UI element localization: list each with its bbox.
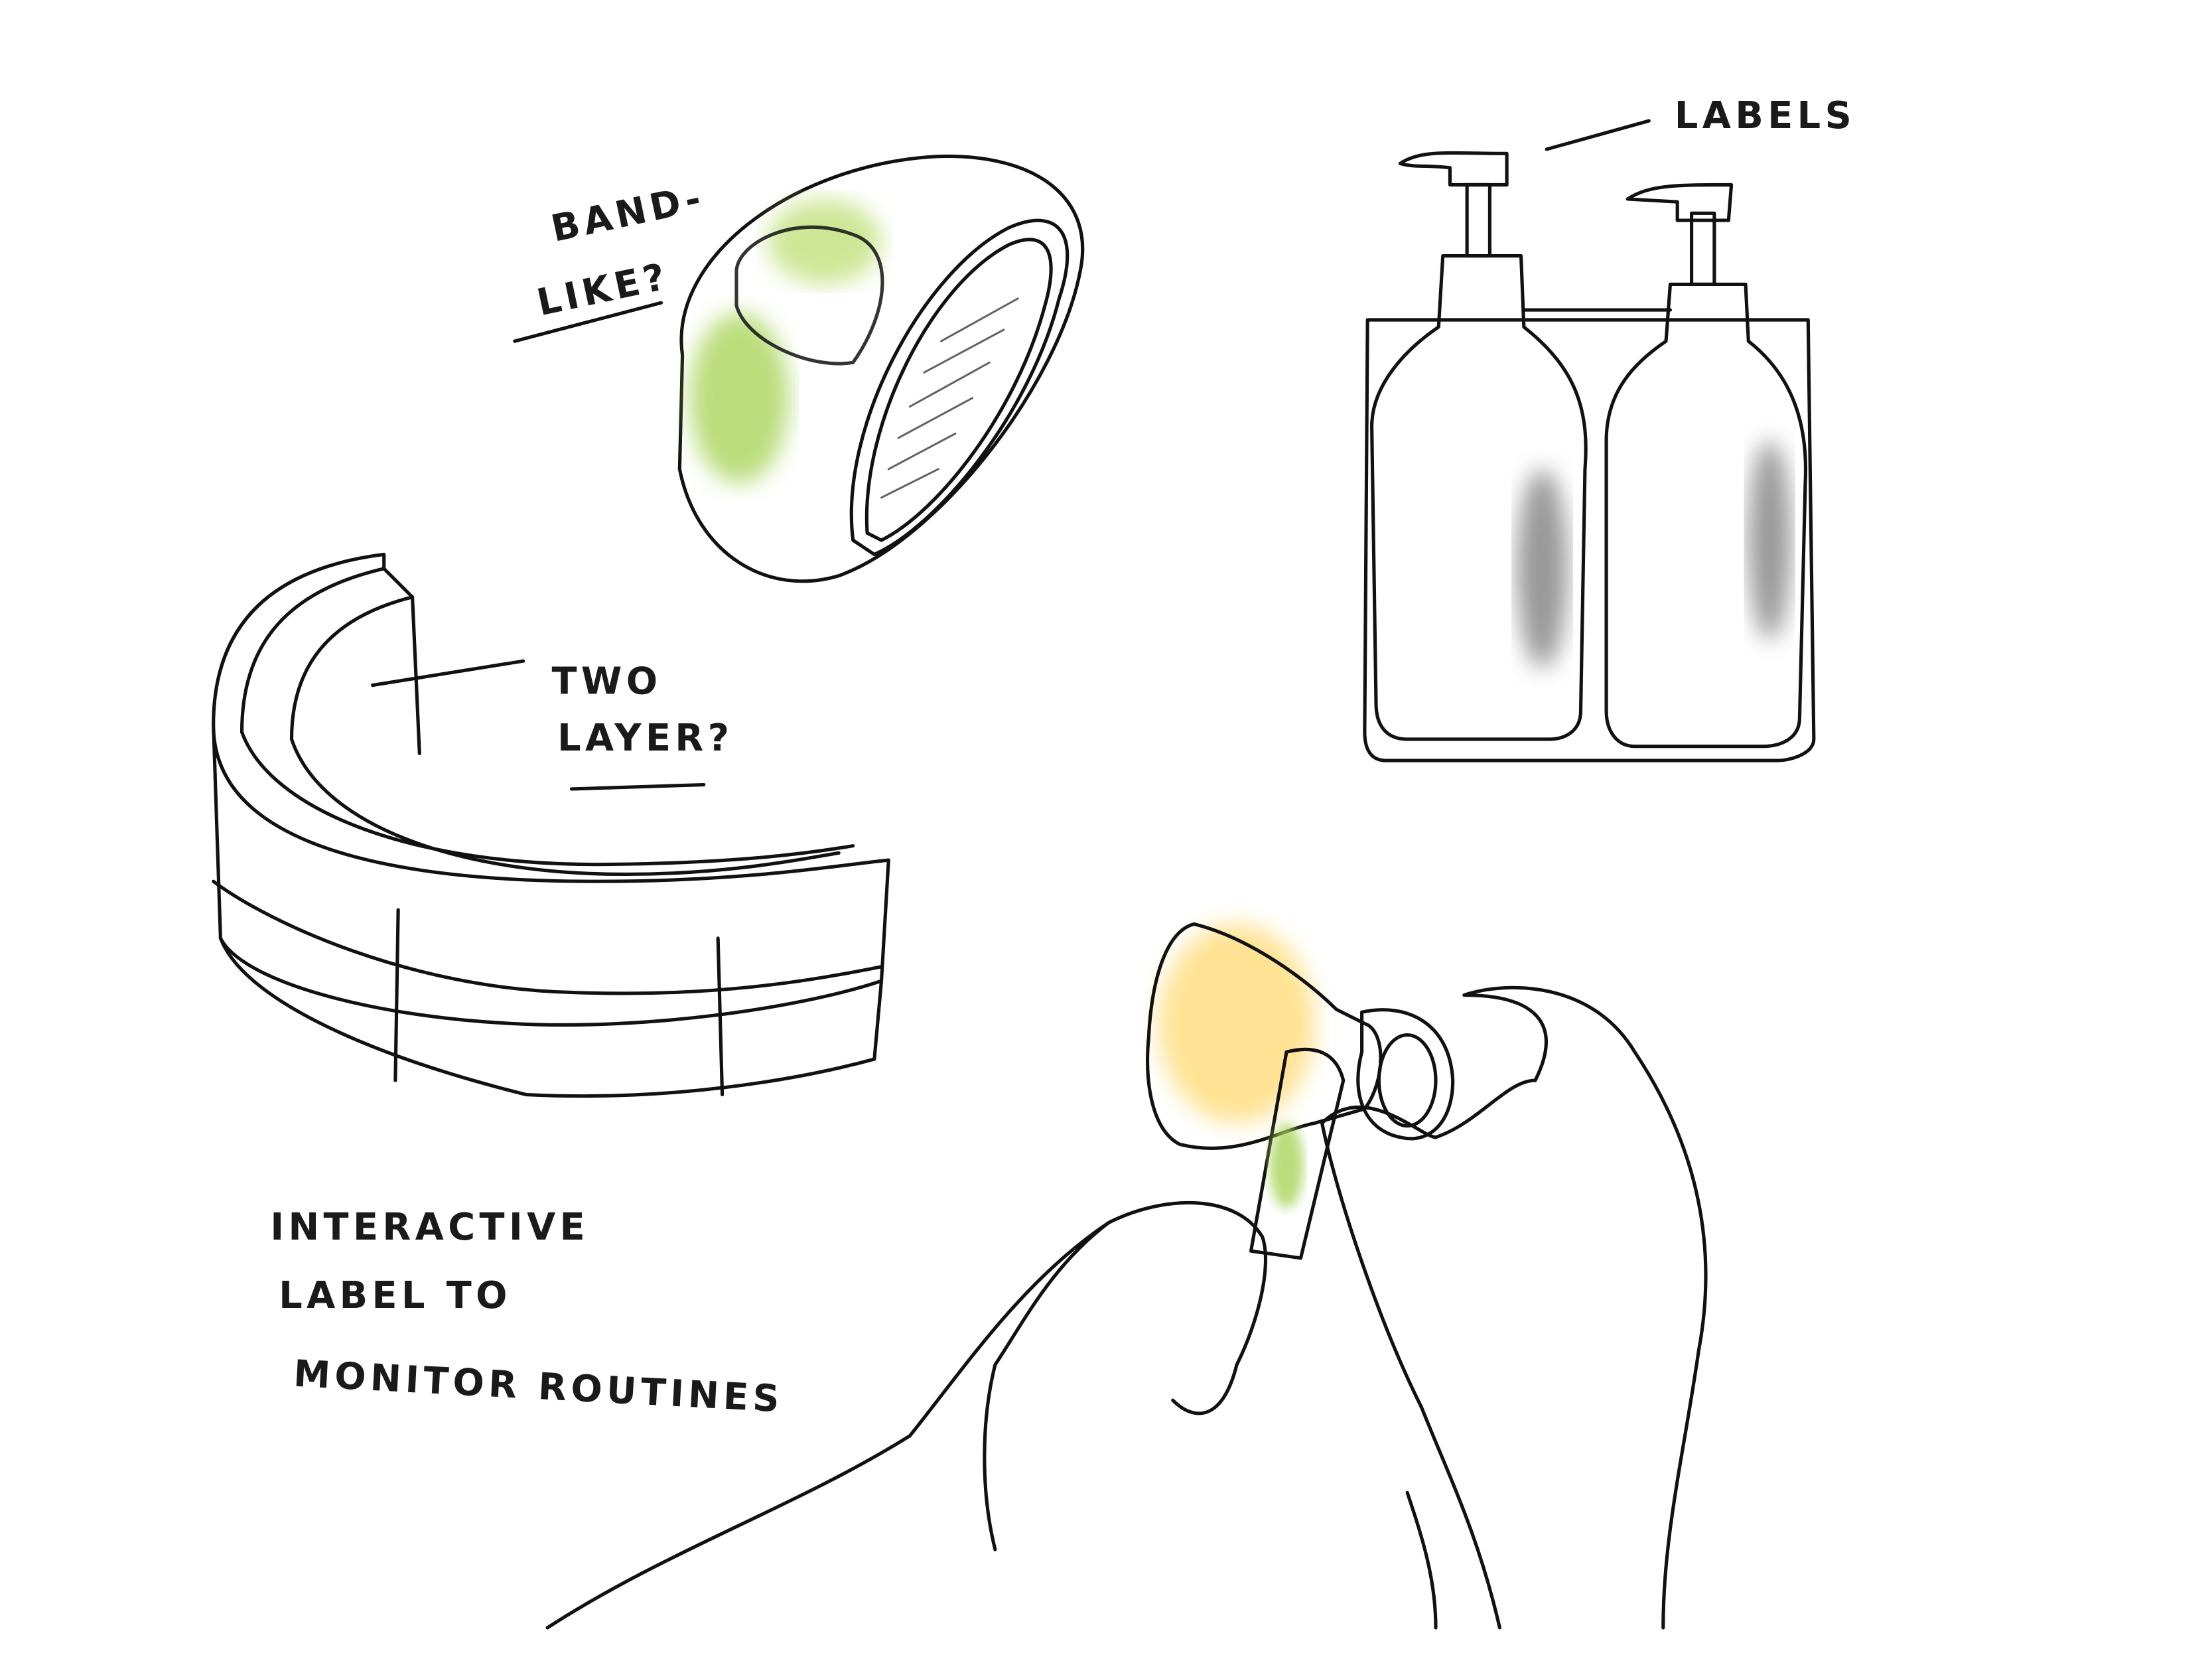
two-layer-band-sketch xyxy=(212,552,890,1098)
interactive-label-line3: MONITOR ROUTINES xyxy=(293,1352,785,1421)
band-like-label-line1: BAND- xyxy=(547,177,709,251)
band-ring-sketch xyxy=(677,154,1085,583)
band-underline xyxy=(513,301,663,343)
labels-pointer-line xyxy=(1545,119,1651,151)
interactive-label-line1: INTERACTIVE xyxy=(270,1206,589,1249)
band-like-label-line2: LIKE? xyxy=(533,255,673,325)
two-layer-label-line2: LAYER? xyxy=(557,717,733,760)
two-layer-label-line1: TWO xyxy=(552,660,662,703)
labels-annotation: LABELS xyxy=(1675,94,1856,137)
interactive-label-line2: LABEL TO xyxy=(279,1274,512,1317)
jar-and-hands-sketch xyxy=(545,922,1708,1630)
two-layer-pointer-line xyxy=(371,659,525,687)
bottles-sketch xyxy=(1363,151,1816,762)
two-layer-underline xyxy=(569,782,706,791)
